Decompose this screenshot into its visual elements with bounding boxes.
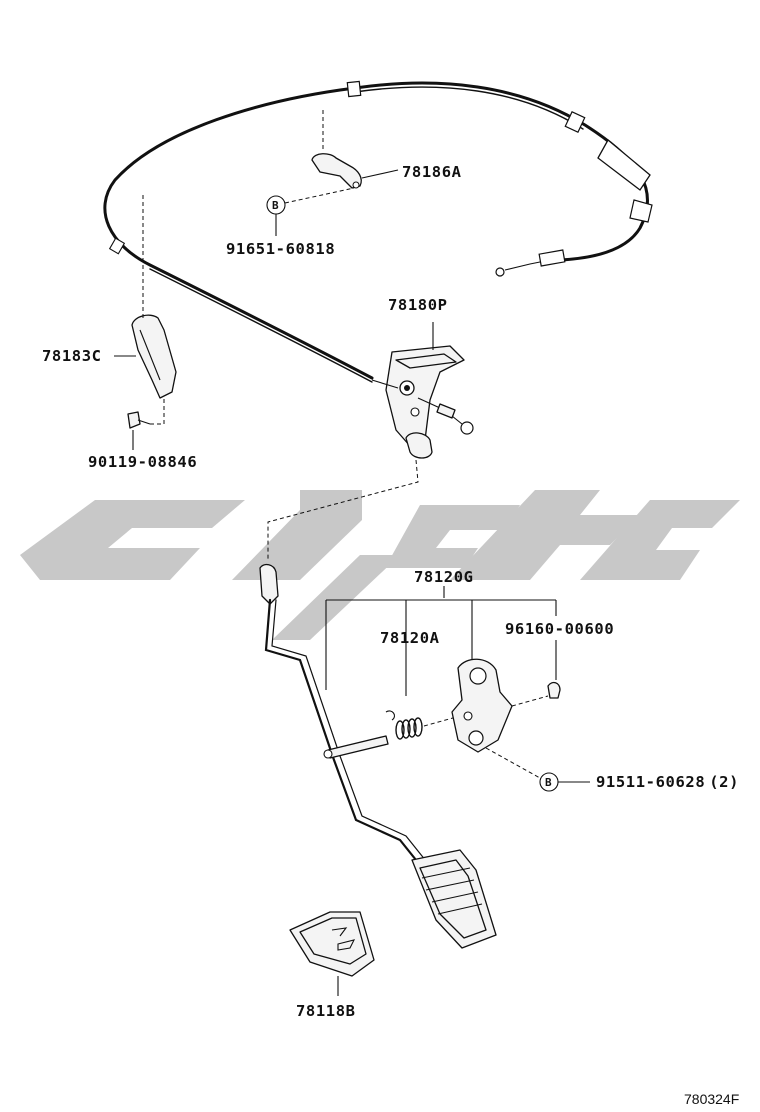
label-78186A: 78186A (402, 163, 462, 181)
part-78118B-stopper (289, 911, 375, 996)
leader-bracket-to-pedal (267, 459, 419, 560)
watermark-logo (20, 490, 740, 640)
part-78120A-spring (323, 710, 461, 759)
part-78186A-clamp (311, 153, 399, 189)
part-78180P-bracket (371, 322, 474, 459)
label-91651-60818: 91651-60818 (226, 240, 335, 258)
label-91511-60628: 91511-60628(2) (596, 773, 739, 791)
label-90119-08846: 90119-08846 (88, 453, 197, 471)
label-78120G-bracket-lines (325, 586, 557, 696)
part-96160-00600-clip (511, 681, 561, 707)
label-78180P: 78180P (388, 296, 448, 314)
svg-text:B: B (545, 776, 552, 789)
svg-text:B: B (272, 199, 279, 212)
label-78118B: 78118B (296, 1002, 356, 1020)
label-78120G: 78120G (414, 568, 474, 586)
callout-b-lower: B (485, 747, 590, 792)
accelerator-cable (103, 80, 653, 383)
part-78120G-pedal-assembly (259, 563, 497, 949)
callout-b-upper: B (266, 187, 355, 236)
label-96160-00600: 96160-00600 (505, 620, 614, 638)
part-78183C-bracket (114, 314, 177, 399)
figure-code: 780324F (684, 1091, 739, 1107)
part-pivot-bracket (451, 658, 513, 753)
label-78183C: 78183C (42, 347, 102, 365)
label-78120A: 78120A (380, 629, 440, 647)
part-90119-08846-bolt (127, 398, 165, 450)
